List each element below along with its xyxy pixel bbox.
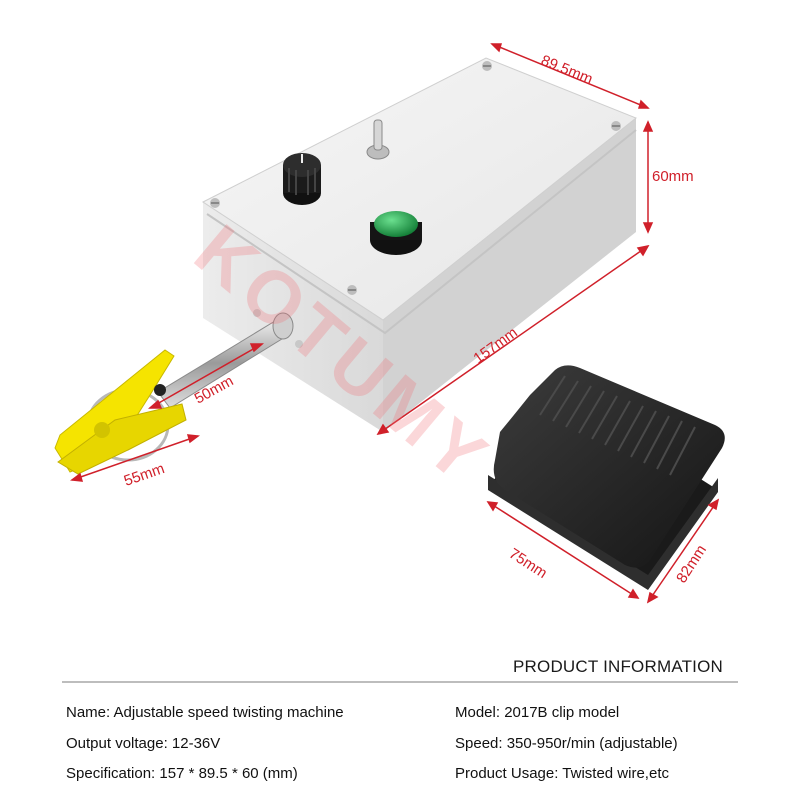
dimension-lines	[70, 43, 720, 604]
spec-speed: Speed: 350-950r/min (adjustable)	[455, 735, 678, 752]
dim-label-clip-width: 55mm	[122, 460, 167, 490]
dim-label-pedal-width: 82mm	[673, 542, 710, 586]
spec-model: Model: 2017B clip model	[455, 704, 620, 721]
foot-pedal	[488, 365, 725, 590]
product-illustration: 89.5mm 60mm 157mm 50mm 55mm 75mm 82mm KO…	[54, 43, 725, 604]
box-front-face	[203, 202, 383, 432]
enclosure-box	[202, 57, 637, 432]
screw-icon	[295, 340, 303, 348]
screw-icon	[482, 61, 492, 71]
screw-icon	[347, 285, 357, 295]
product-info-title: PRODUCT INFORMATION	[513, 657, 723, 676]
spec-product-usage: Product Usage: Twisted wire,etc	[455, 765, 669, 782]
toggle-switch-icon	[366, 119, 390, 160]
screw-icon	[253, 309, 261, 317]
product-info-divider	[62, 681, 738, 683]
spec-output-voltage: Output voltage: 12-36V	[66, 735, 221, 752]
speed-knob-icon	[283, 153, 321, 205]
alligator-clip	[54, 349, 187, 475]
box-top-face	[202, 57, 637, 321]
spec-name: Name: Adjustable speed twisting machine	[66, 704, 344, 721]
spec-specification: Specification: 157 * 89.5 * 60 (mm)	[66, 765, 298, 782]
dim-label-box-height: 60mm	[652, 168, 694, 185]
screw-icon	[210, 198, 220, 208]
twisting-rod	[157, 312, 294, 409]
dim-label-pedal-length: 75mm	[506, 545, 550, 582]
box-right-face	[383, 118, 636, 432]
green-button-icon	[370, 211, 422, 255]
screw-icon	[611, 121, 621, 131]
